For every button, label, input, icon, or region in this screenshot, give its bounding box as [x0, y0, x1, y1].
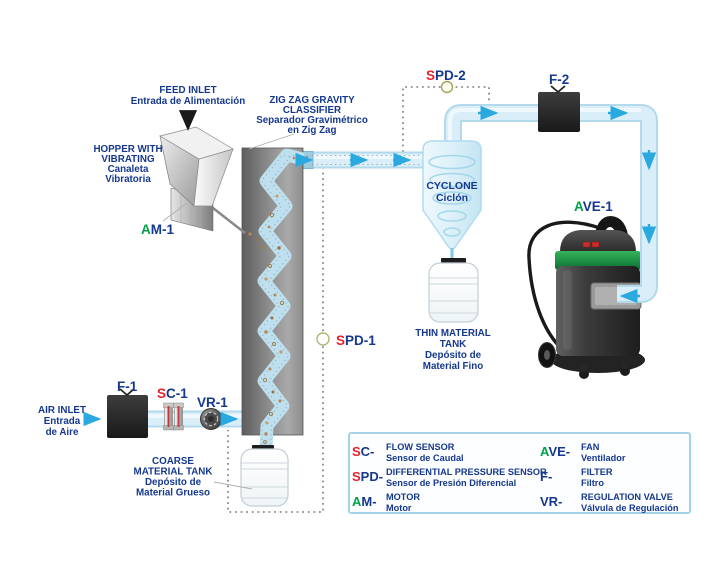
- legend: SC- FLOW SENSOR Sensor de Caudal SPD- DI…: [348, 432, 691, 514]
- tag-codes: AM-1 SPD-2 F-2 AVE-1 SPD-1 F-1 SC-1 VR-1: [117, 68, 613, 410]
- label-classifier-en2: CLASSIFIER: [283, 105, 341, 116]
- legend-box: [348, 432, 691, 514]
- fan-lid: [560, 230, 636, 252]
- label-hopper-es2: Vibratoria: [105, 174, 151, 185]
- regulation-valve-vr1: [200, 408, 222, 430]
- label-feed-inlet-es: Entrada de Alimentación: [131, 96, 246, 107]
- label-hopper-en1: HOPPER WITH: [93, 144, 162, 155]
- fan-ave1: [527, 216, 645, 379]
- label-coarse-tank-es2: Material Grueso: [136, 488, 210, 499]
- coarse-material-tank: [240, 445, 289, 507]
- label-cyclone-es: Ciclón: [436, 192, 468, 204]
- classifier-leader: [248, 133, 295, 150]
- am1-leader: [162, 202, 188, 222]
- legend-am-es: Motor: [386, 503, 412, 513]
- label-thin-tank-en2: TANK: [440, 339, 466, 350]
- f2-label-pointer: [550, 85, 566, 94]
- tag-am1: AM-1: [141, 222, 174, 237]
- tag-spd2: SPD-2: [426, 68, 466, 83]
- label-thin-tank-en1: THIN MATERIAL: [415, 328, 490, 339]
- label-hopper-es1: Canaleta: [108, 164, 149, 175]
- legend-f-en: FILTER: [581, 467, 613, 477]
- tag-vr1: VR-1: [197, 395, 228, 410]
- fan-button-1: [582, 241, 591, 248]
- tag-sc1: SC-1: [157, 386, 188, 401]
- legend-ave-en: FAN: [581, 442, 600, 452]
- f1-label-pointer: [119, 388, 135, 397]
- label-air-inlet-en: AIR INLET: [38, 405, 86, 416]
- legend-am-en: MOTOR: [386, 492, 420, 502]
- thin-material-tank: [428, 258, 479, 323]
- legend-code-sc: SC-: [352, 444, 374, 459]
- particles: [248, 155, 309, 449]
- tag-f1: F-1: [117, 379, 138, 394]
- legend-code-am: AM-: [352, 494, 377, 509]
- label-thin-tank-es1: Depósito de: [425, 350, 482, 361]
- leader-lines: [162, 133, 295, 490]
- filter-f2: [538, 85, 580, 132]
- label-cyclone-en: CYCLONE: [426, 180, 477, 192]
- cyclone-spiral: [428, 154, 476, 237]
- legend-spd-en: DIFFERENTIAL PRESSURE SENSOR: [386, 467, 547, 477]
- legend-sc-es: Sensor de Caudal: [386, 453, 464, 463]
- cyclone-to-fan-pipe: [444, 104, 658, 303]
- tag-spd1: SPD-1: [336, 333, 376, 348]
- label-classifier-es2: en Zig Zag: [288, 125, 337, 136]
- power-cable: [527, 220, 601, 348]
- label-hopper-en2: VIBRATING: [101, 154, 155, 165]
- spd2-sensor: [440, 80, 454, 94]
- legend-vr-es: Válvula de Regulación: [581, 503, 679, 513]
- zigzag-classifier-column: [241, 147, 309, 449]
- legend-code-ave: AVE-: [540, 444, 570, 459]
- fan-green-band: [555, 251, 641, 270]
- legend-sc-en: FLOW SENSOR: [386, 442, 455, 452]
- label-coarse-tank-en2: MATERIAL TANK: [134, 467, 213, 478]
- label-coarse-tank-es1: Depósito de: [145, 477, 202, 488]
- spd1-sensor-line: [227, 167, 324, 513]
- label-thin-tank-es2: Material Fino: [423, 361, 483, 372]
- label-classifier-en1: ZIG ZAG GRAVITY: [269, 95, 355, 106]
- flow-arrows: [83, 105, 657, 427]
- text-labels: FEED INLET Entrada de Alimentación ZIG Z…: [38, 85, 491, 499]
- flow-sensor-sc1: [163, 402, 184, 431]
- label-feed-inlet-en: FEED INLET: [159, 85, 216, 96]
- legend-spd-es: Sensor de Presión Diferencial: [386, 478, 516, 488]
- legend-code-spd: SPD-: [352, 469, 383, 484]
- fan-button-2: [591, 241, 600, 248]
- filter-f1: [107, 388, 148, 438]
- legend-f-es: Filtro: [581, 478, 604, 488]
- label-air-inlet-es1: Entrada: [44, 416, 81, 427]
- legend-code-f: F-: [540, 469, 552, 484]
- tag-ave1: AVE-1: [574, 199, 613, 214]
- legend-ave-es: Ventilador: [581, 453, 626, 463]
- label-air-inlet-es2: de Aire: [46, 427, 79, 438]
- legend-code-vr: VR-: [540, 494, 562, 509]
- hopper-am1: [159, 126, 246, 235]
- label-classifier-es1: Separador Gravimétrico: [256, 115, 368, 126]
- label-coarse-tank-en1: COARSE: [152, 456, 194, 467]
- legend-vr-en: REGULATION VALVE: [581, 492, 673, 502]
- cyclone: [422, 140, 482, 261]
- coarse-tank-leader: [213, 481, 253, 490]
- tag-f2: F-2: [549, 72, 569, 87]
- spd1-sensor: [316, 332, 330, 346]
